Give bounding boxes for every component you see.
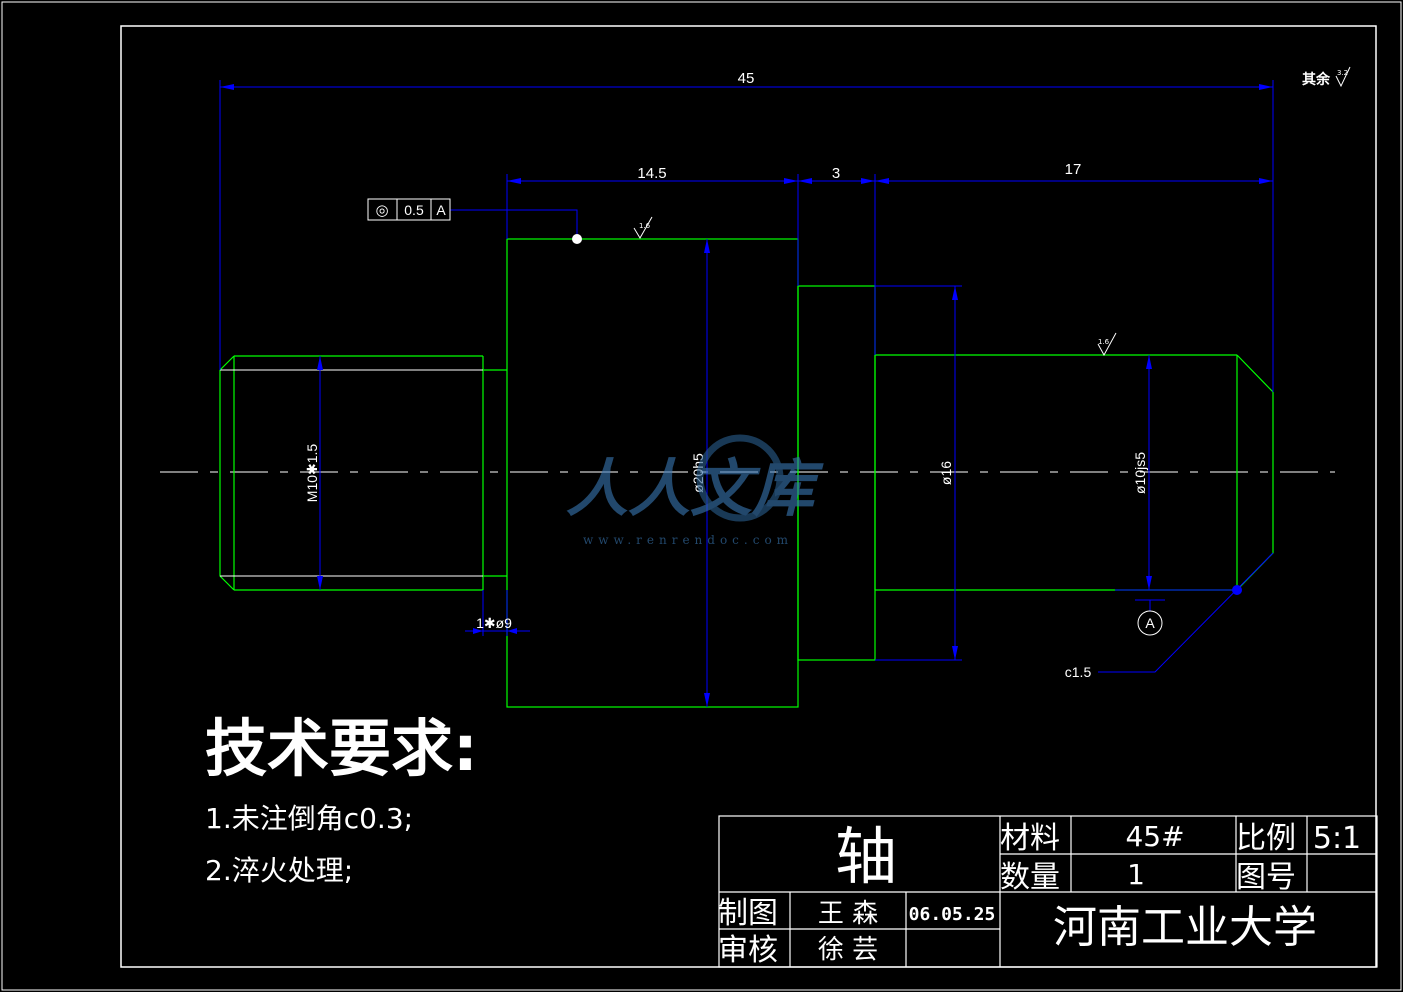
- tolerance-frame: ◎ 0.5 A: [367, 198, 451, 221]
- dim-overall-length: 45: [738, 70, 755, 87]
- tech-heading: 技术要求:: [205, 712, 478, 785]
- roughness-note: 其余 3.2: [1302, 66, 1351, 88]
- dimension-lines: [219, 80, 1274, 707]
- part-name: 轴: [835, 820, 897, 893]
- coaxiality-symbol: ◎: [375, 201, 388, 219]
- dim-dia-10: ø10js5: [1132, 452, 1148, 494]
- dim-len-3: 17: [1065, 161, 1082, 178]
- dim-dia-16: ø16: [938, 461, 954, 485]
- thread-lines: [220, 369, 483, 577]
- scale-label: 比例: [1236, 821, 1296, 856]
- svg-text:其余: 其余: [1302, 71, 1331, 88]
- drawing-date: 06.05.25: [909, 904, 996, 925]
- tolerance-datum: A: [436, 202, 446, 218]
- tech-item-1: 1.未注倒角c0.3;: [205, 802, 413, 835]
- checked-label: 审核: [718, 933, 778, 968]
- drawn-by: 王 森: [818, 899, 878, 929]
- shaft-outline: [219, 238, 1274, 708]
- datum-circle: [1137, 610, 1163, 636]
- tolerance-value: 0.5: [404, 202, 424, 218]
- material-label: 材料: [1000, 821, 1060, 856]
- tech-item-2: 2.淬火处理;: [205, 854, 353, 887]
- datum-label: A: [1145, 615, 1155, 631]
- quantity-label: 数量: [1000, 860, 1060, 895]
- watermark: 人人文库 www.renrendoc.com: [566, 434, 824, 547]
- svg-text:3.2: 3.2: [1337, 69, 1348, 77]
- dim-len-2: 3: [832, 165, 840, 182]
- drawn-label: 制图: [718, 896, 778, 931]
- dim-len-1: 14.5: [637, 165, 666, 182]
- institution-name: 河南工业大学: [1053, 902, 1317, 953]
- dim-groove: 1✱ø9: [476, 615, 512, 631]
- svg-text:1.6: 1.6: [1098, 338, 1110, 346]
- title-block: [718, 815, 1378, 968]
- chamfer-point: [1232, 585, 1242, 595]
- checked-by: 徐 芸: [818, 935, 878, 965]
- roughness-mark-2: 1.6: [1097, 332, 1117, 357]
- arrowheads: [220, 84, 1273, 707]
- svg-text:1.6: 1.6: [639, 222, 651, 230]
- material-value: 45#: [1125, 820, 1184, 853]
- roughness-mark-1: 1.6: [633, 216, 653, 239]
- tolerance-point: [572, 234, 582, 244]
- dim-chamfer: c1.5: [1065, 664, 1092, 680]
- watermark-url: www.renrendoc.com: [583, 533, 793, 547]
- watermark-logo: 人人文库: [566, 452, 824, 525]
- scale-value: 5:1: [1313, 821, 1361, 856]
- tech-requirements: 技术要求: 1.未注倒角c0.3; 2.淬火处理;: [205, 712, 478, 887]
- quantity-value: 1: [1127, 858, 1145, 891]
- drawing-no-label: 图号: [1236, 860, 1296, 895]
- dim-thread: M10✱1.5: [304, 444, 320, 503]
